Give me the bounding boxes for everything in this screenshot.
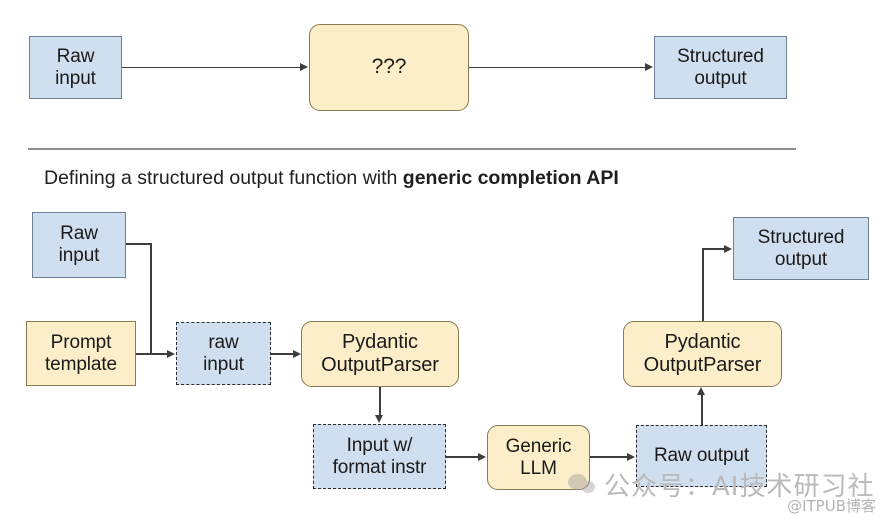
edge-prompt-to-rawinput-dashed [136, 353, 169, 355]
caption-plain-text: Defining a structured output function wi… [44, 167, 403, 189]
arrowhead-parser-right [697, 387, 705, 395]
node-generic-llm: Generic LLM [487, 425, 590, 490]
arrowhead-parser-left [293, 349, 301, 358]
arrowhead-bottom-structured-output [724, 244, 732, 253]
node-input-with-format: Input w/ format instr [313, 424, 446, 489]
node-raw-input-dashed: raw input [176, 322, 271, 385]
section-caption: Defining a structured output function wi… [44, 167, 619, 190]
edge-inputformat-to-llm [446, 456, 480, 458]
node-prompt-template: Prompt template [26, 321, 136, 386]
arrowhead-top-structured-output [645, 63, 653, 71]
edge-top-unknown-to-output [469, 66, 647, 69]
edge-parser-right-to-structured [702, 248, 726, 250]
arrowhead-raw-output [627, 452, 635, 461]
watermark-blog: @ITPUB博客 [787, 497, 876, 515]
node-top-raw-input: Raw input [29, 36, 122, 99]
node-pydantic-parser-right: Pydantic OutputParser [623, 321, 782, 387]
node-pydantic-parser-left: Pydantic OutputParser [301, 321, 459, 387]
arrowhead-input-format [375, 415, 383, 423]
node-raw-output: Raw output [636, 425, 767, 487]
caption-bold-text: generic completion API [402, 167, 619, 189]
edge-parser-left-down [379, 387, 381, 417]
edge-rawinput-down [150, 243, 152, 354]
node-bottom-structured-output: Structured output [733, 217, 869, 280]
edge-top-rawinput-to-unknown [122, 66, 302, 69]
arrowhead-generic-llm [478, 452, 486, 461]
arrowhead-rawinput-dashed [167, 349, 175, 358]
edge-parser-right-up [702, 248, 704, 321]
node-top-structured-output: Structured output [654, 36, 787, 99]
node-top-unknown: ??? [309, 24, 469, 111]
node-bottom-raw-input: Raw input [32, 212, 126, 278]
edge-rawinputdashed-to-parser [271, 353, 295, 355]
section-divider [28, 148, 796, 151]
edge-rawoutput-up [701, 395, 703, 425]
arrowhead-top-unknown [300, 63, 308, 71]
edge-llm-to-rawoutput [590, 456, 629, 458]
edge-rawinput-right-stub [126, 243, 152, 245]
